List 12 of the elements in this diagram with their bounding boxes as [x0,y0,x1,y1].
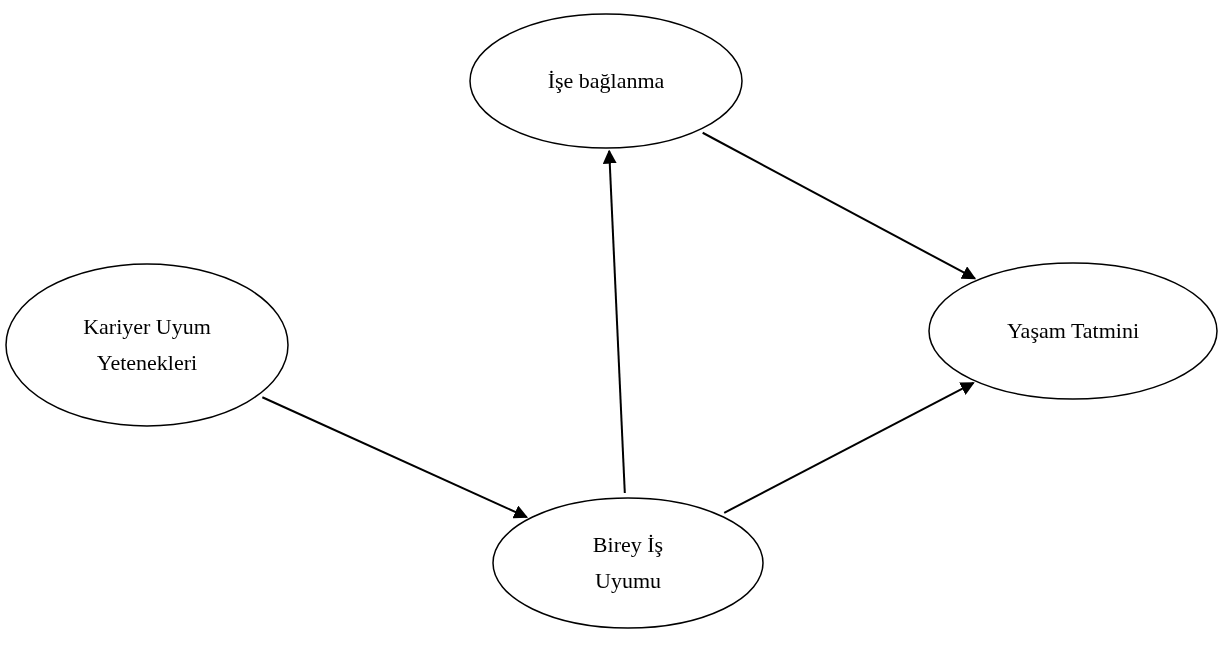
arrow [261,396,529,519]
ellipse-node [928,262,1218,400]
node-label: İşe bağlanma [547,67,665,95]
ellipse-node [492,497,764,629]
ellipse-node [5,263,289,427]
arrow [723,381,975,514]
arrow [602,149,626,494]
node-label: Yaşam Tatmini [1006,317,1140,345]
node-label: Kariyer Uyum Yetenekleri [82,313,212,377]
ellipse-node [469,13,743,149]
arrow [701,131,977,280]
node-label: Birey İş Uyumu [591,531,665,595]
